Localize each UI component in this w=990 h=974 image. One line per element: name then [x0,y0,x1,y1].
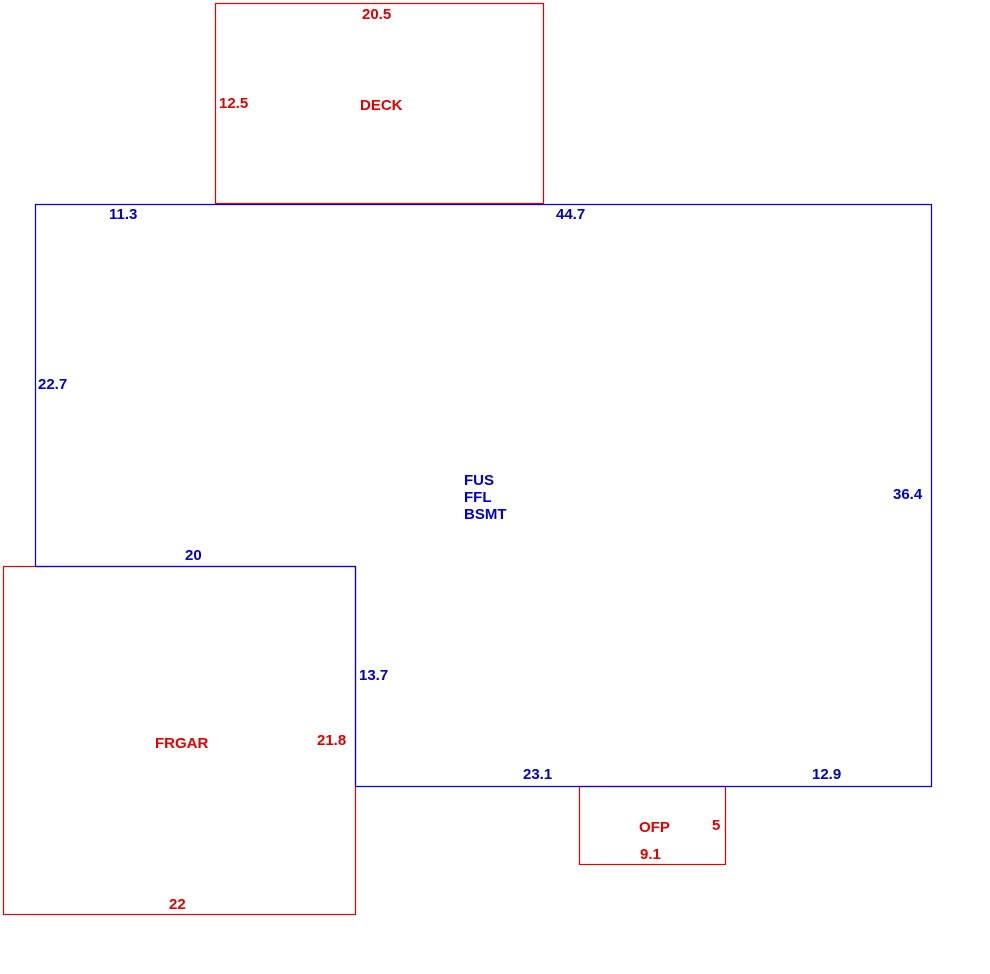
porch-label: OFP [639,819,670,836]
dim-garage-side: 13.7 [359,667,388,684]
main-label-bsmt: BSMT [464,506,507,523]
porch-depth: 5 [712,817,720,834]
dim-top-left: 11.3 [109,206,137,223]
dim-bottom-left: 23.1 [523,766,552,783]
garage-width: 22 [169,896,186,913]
deck-label: DECK [360,97,403,114]
deck-depth: 12.5 [219,95,248,112]
dim-right: 36.4 [893,486,923,503]
dim-garage-top: 20 [185,547,202,564]
main-label-fus: FUS [464,472,494,489]
dim-bottom-right: 12.9 [812,766,841,783]
garage-label: FRGAR [155,735,208,752]
main-structure-outline [34,203,933,788]
garage-depth: 21.8 [317,732,346,749]
dim-left: 22.7 [38,376,67,393]
dim-top-right: 44.7 [556,206,585,223]
deck-outline [214,2,545,205]
main-label-ffl: FFL [464,489,492,506]
porch-width: 9.1 [640,846,661,863]
deck-width: 20.5 [362,6,391,23]
